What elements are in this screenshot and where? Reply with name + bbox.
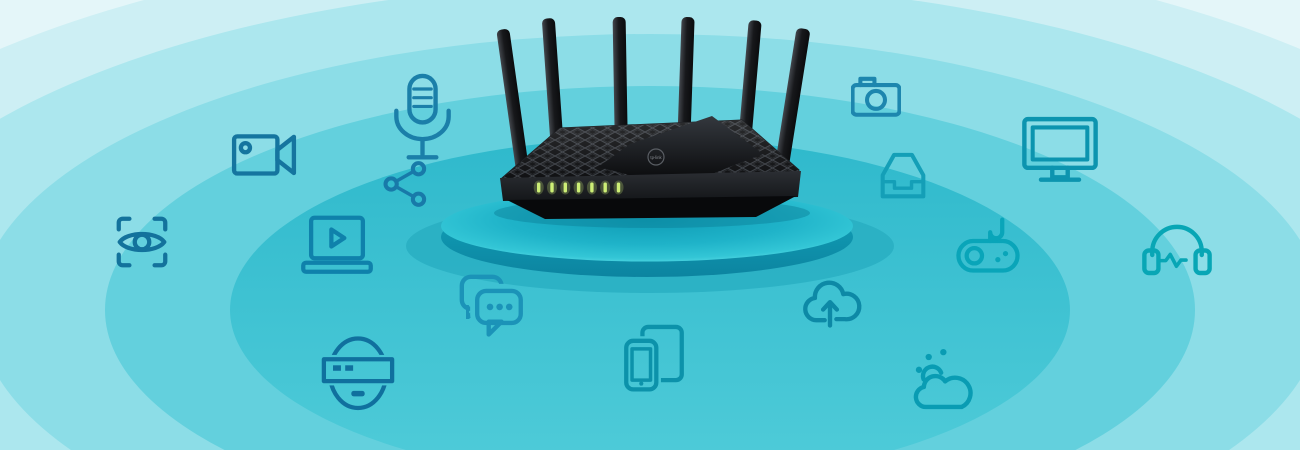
router-front-face — [500, 171, 801, 201]
coverage-ring-1 — [230, 138, 1070, 450]
brand-logo-ring — [647, 148, 665, 166]
router-glossy-panel: tp-link — [598, 116, 763, 177]
router-base — [507, 196, 796, 219]
brand-logo-text: tp-link — [650, 155, 662, 160]
router-leds — [533, 180, 624, 195]
router: tp-link — [496, 16, 810, 219]
